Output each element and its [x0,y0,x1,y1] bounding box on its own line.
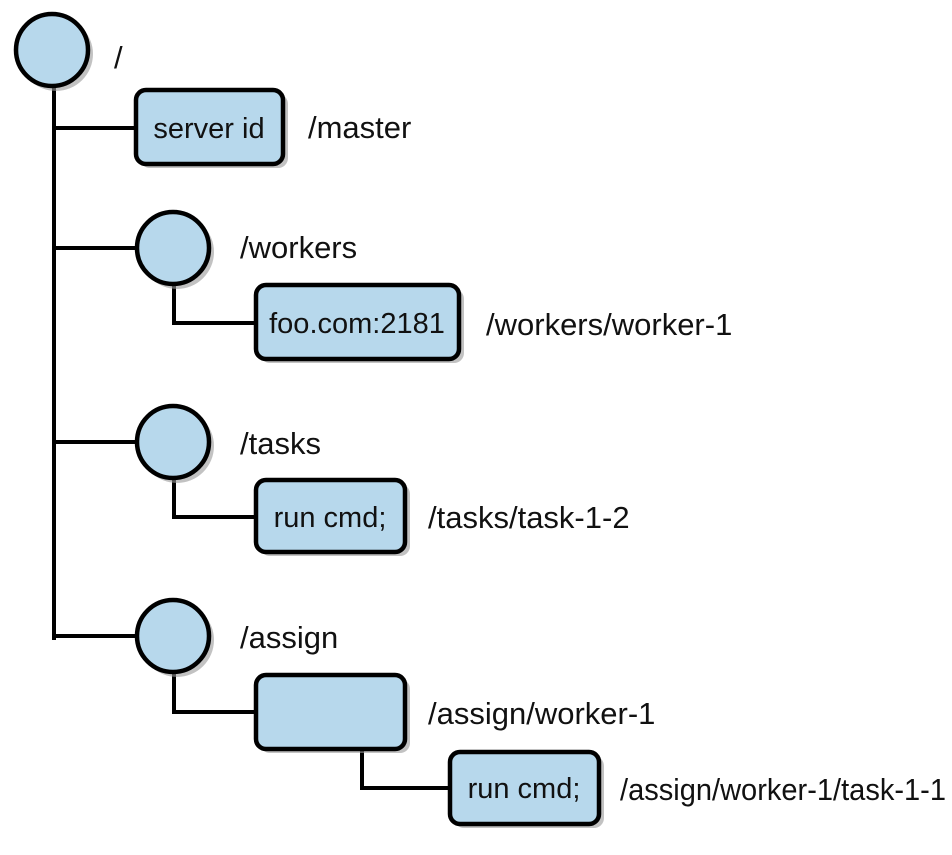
workers-node-circle [134,209,212,287]
worker1-node: foo.com:2181 /workers/worker-1 [253,282,732,363]
task12-node-box [253,477,408,555]
workers-path-label: /workers [240,230,357,265]
root-path-label: / [114,40,123,75]
task12-data-label: run cmd; [274,502,387,534]
master-node: server id /master [133,87,411,168]
assign-worker1-path-label: /assign/worker-1 [428,696,655,731]
edge-worker1-task11 [360,748,452,790]
assign-path-label: /assign [240,620,338,655]
worker1-node-box [253,282,462,362]
assign-worker1-node: /assign/worker-1 [253,672,655,753]
master-path-label: /master [308,110,411,145]
task12-path-label: /tasks/task-1-2 [428,500,630,535]
master-data-label: server id [153,113,264,145]
worker1-data-label: foo.com:2181 [269,308,445,340]
tasks-path-label: /tasks [240,426,321,461]
tasks-node: /tasks [134,403,321,483]
root-node-circle [13,11,91,89]
assign-node-circle [134,597,212,675]
root-node: / [13,11,123,91]
assign-task11-node: run cmd; /assign/worker-1/task-1-1 [447,749,946,828]
assign-task11-node-box [447,749,602,827]
tree-edges [52,86,452,790]
assign-worker1-node-box [253,672,408,752]
assign-task11-data-label: run cmd; [468,773,581,805]
assign-node: /assign [134,597,338,677]
task12-node: run cmd; /tasks/task-1-2 [253,477,630,556]
worker1-path-label: /workers/worker-1 [486,307,732,342]
edge-assign-worker1 [172,671,258,714]
tasks-node-circle [134,403,212,481]
assign-task11-path-label: /assign/worker-1/task-1-1 [620,772,946,807]
workers-node: /workers [134,209,357,289]
master-node-box [133,87,286,167]
edge-tasks-task12 [172,477,258,519]
edge-workers-worker1 [172,283,258,325]
